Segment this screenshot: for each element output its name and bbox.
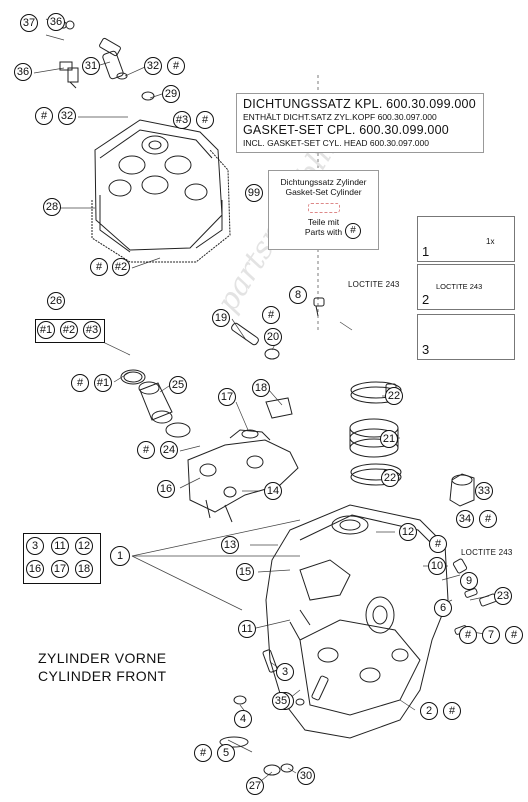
callout-26-c[interactable]: #3 (83, 321, 101, 339)
callout-11[interactable]: 11 (238, 620, 256, 638)
callout-hash-g[interactable]: # (137, 441, 155, 459)
inset-1-label: 1x (486, 237, 495, 246)
callout-12[interactable]: 12 (399, 523, 417, 541)
callout-27[interactable]: 27 (246, 777, 264, 795)
callout-26[interactable]: 26 (47, 292, 65, 310)
callout-20[interactable]: 20 (264, 328, 282, 346)
callout-4[interactable]: 4 (234, 710, 252, 728)
callout-g1-12[interactable]: 12 (75, 537, 93, 555)
callout-99[interactable]: 99 (245, 184, 263, 202)
callout-hash-k[interactable]: # (505, 626, 523, 644)
inset-2: 2 LOCTITE 243 (417, 264, 515, 310)
kit-line-en-sub: INCL. GASKET-SET CYL. HEAD 600.30.097.00… (243, 138, 429, 148)
callout-14[interactable]: 14 (264, 482, 282, 500)
kit-line-en: GASKET-SET CPL. 600.30.099.000 (243, 123, 449, 137)
callout-29[interactable]: 29 (162, 85, 180, 103)
callout-26-b[interactable]: #2 (60, 321, 78, 339)
callout-33[interactable]: 33 (475, 482, 493, 500)
callout-25[interactable]: 25 (169, 376, 187, 394)
bolts-top-left (51, 20, 155, 101)
callout-hash-a[interactable]: # (167, 57, 185, 75)
inset-2-number: 2 (422, 292, 430, 307)
callout-26-a[interactable]: #1 (37, 321, 55, 339)
callout-hash-j[interactable]: # (459, 626, 477, 644)
callout-7[interactable]: 7 (482, 626, 500, 644)
callout-28[interactable]: 28 (43, 198, 61, 216)
caption-en: CYLINDER FRONT (38, 668, 167, 684)
callout-15[interactable]: 15 (236, 563, 254, 581)
callout-37[interactable]: 37 (20, 14, 38, 32)
callout-9[interactable]: 9 (460, 572, 478, 590)
inset-1: 1 1x (417, 216, 515, 262)
gasket-set-cylinder-note: Dichtungssatz Zylinder Gasket-Set Cylind… (268, 170, 379, 250)
callout-5[interactable]: 5 (217, 744, 235, 762)
callout-32-left[interactable]: 32 (58, 107, 76, 125)
note-line-2: Gasket-Set Cylinder (285, 187, 362, 197)
inset-3: 3 (417, 314, 515, 360)
callout-36-left[interactable]: 36 (14, 63, 32, 81)
callout-g1-3[interactable]: 3 (26, 537, 44, 555)
inset-1-number: 1 (422, 244, 430, 259)
callout-34[interactable]: 34 (456, 510, 474, 528)
callout-21[interactable]: 21 (380, 430, 398, 448)
callout-hash-i[interactable]: # (429, 535, 447, 553)
inset-3-number: 3 (422, 342, 430, 357)
callout-36-top[interactable]: 36 (47, 13, 65, 31)
note-logo (307, 203, 340, 213)
studs-bottom (219, 649, 329, 776)
callout-17[interactable]: 17 (218, 388, 236, 406)
kit-line-de-sub: ENTHÄLT DICHT.SATZ ZYL.KOPF 600.30.097.0… (243, 112, 437, 122)
callout-2[interactable]: 2 (420, 702, 438, 720)
inset-2-label: LOCTITE 243 (436, 282, 483, 291)
callout-hash-e[interactable]: # (262, 306, 280, 324)
callout-18[interactable]: 18 (252, 379, 270, 397)
caption-de: ZYLINDER VORNE (38, 650, 167, 666)
note-symbol: # (345, 223, 361, 239)
callout-35[interactable]: 35 (272, 692, 290, 710)
gasket-kit-info-box: DICHTUNGSSATZ KPL. 600.30.099.000 ENTHÄL… (236, 93, 484, 153)
callout-6[interactable]: 6 (434, 599, 452, 617)
callout-19[interactable]: 19 (212, 309, 230, 327)
kit-line-de: DICHTUNGSSATZ KPL. 600.30.099.000 (243, 97, 476, 111)
camshaft-carrier (187, 429, 299, 523)
cylinder-head (265, 504, 449, 739)
callout-31[interactable]: 31 (82, 57, 100, 75)
callout-hash-l[interactable]: # (443, 702, 461, 720)
note-line-3: Teile mit (307, 217, 340, 227)
callout-1[interactable]: 1 (110, 546, 130, 566)
callout-23[interactable]: 23 (494, 587, 512, 605)
callout-g1-16[interactable]: 16 (26, 560, 44, 578)
callout-24[interactable]: 24 (160, 441, 178, 459)
callout-hash-m[interactable]: # (194, 744, 212, 762)
callout-hash-f[interactable]: # (71, 374, 89, 392)
callout-hash1[interactable]: #1 (94, 374, 112, 392)
note-line-4: Parts with (304, 227, 343, 237)
callout-g1-17[interactable]: 17 (51, 560, 69, 578)
callout-hash-c[interactable]: # (196, 111, 214, 129)
callout-8[interactable]: 8 (289, 286, 307, 304)
callout-32-top[interactable]: 32 (144, 57, 162, 75)
callout-13[interactable]: 13 (221, 536, 239, 554)
callout-16[interactable]: 16 (157, 480, 175, 498)
callout-hash-b[interactable]: # (35, 107, 53, 125)
callout-10[interactable]: 10 (428, 557, 446, 575)
spark-plug-parts (231, 297, 325, 439)
loctite-label-top: LOCTITE 243 (348, 280, 400, 289)
callout-g1-11[interactable]: 11 (51, 537, 69, 555)
callout-hash-h[interactable]: # (479, 510, 497, 528)
callout-g1-18[interactable]: 18 (75, 560, 93, 578)
callout-hash3[interactable]: #3 (173, 111, 191, 129)
callout-hash2[interactable]: #2 (112, 258, 130, 276)
callout-hash-d[interactable]: # (90, 258, 108, 276)
seals-left (120, 369, 191, 438)
callout-30[interactable]: 30 (297, 767, 315, 785)
callout-22-bottom[interactable]: 22 (381, 469, 399, 487)
note-line-1: Dichtungssatz Zylinder (280, 177, 367, 187)
callout-3-upper[interactable]: 3 (276, 663, 294, 681)
valve-cover (91, 119, 231, 263)
callout-22-top[interactable]: 22 (385, 387, 403, 405)
loctite-label-right: LOCTITE 243 (461, 548, 513, 557)
